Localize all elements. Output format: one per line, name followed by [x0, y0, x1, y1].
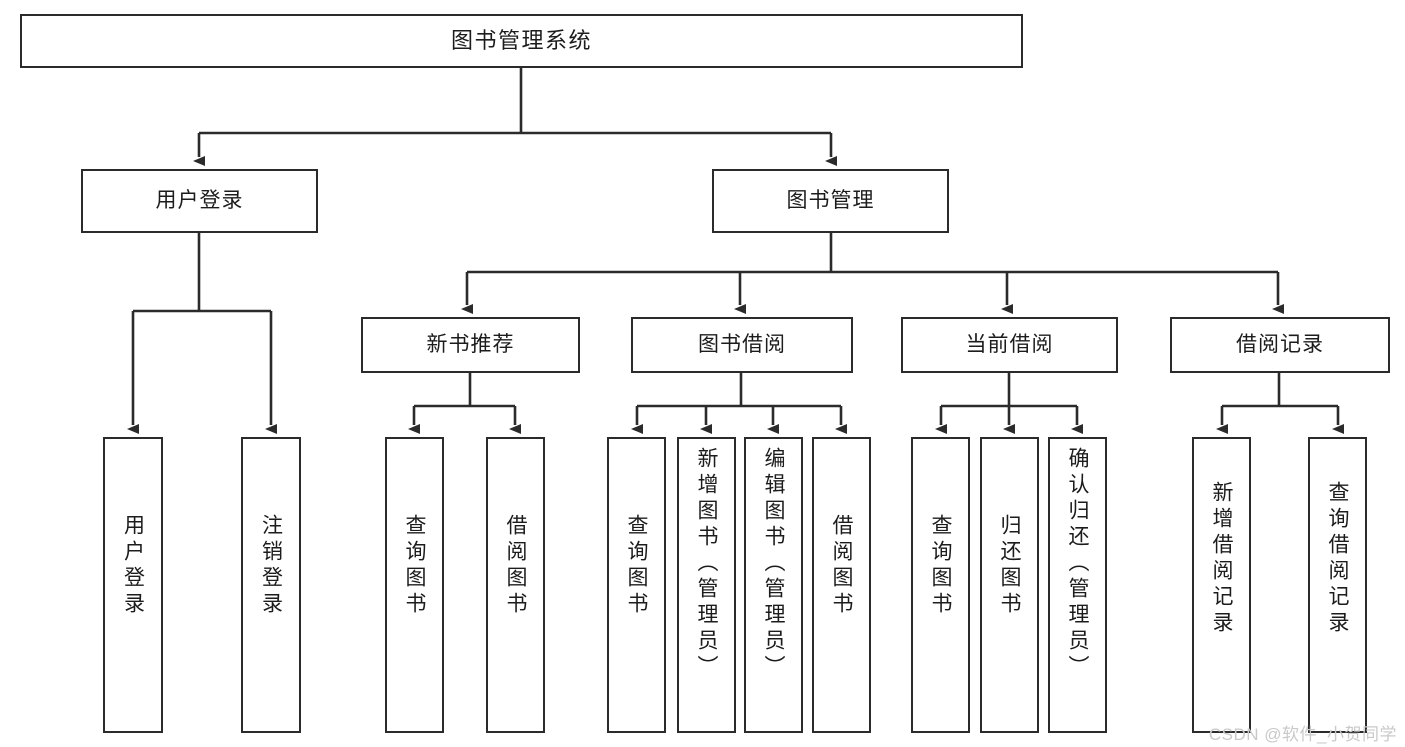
leaf-query-book-1[interactable]: 查询图书 [385, 437, 444, 733]
node-book-borrow[interactable]: 图书借阅 [631, 317, 853, 373]
node-book-manage-label: 图书管理 [786, 188, 875, 212]
leaf-query-record[interactable]: 查询借阅记录 [1308, 437, 1367, 733]
leaf-user-login[interactable]: 用户登录 [103, 437, 163, 733]
node-current-borrow-label: 当前借阅 [965, 332, 1054, 356]
leaf-user-login-label: 用户登录 [121, 514, 145, 618]
leaf-borrow-book-2-label: 借阅图书 [830, 514, 853, 618]
leaf-query-book-2-label: 查询图书 [625, 514, 648, 618]
node-new-book-rec-label: 新书推荐 [426, 332, 515, 356]
node-user-login-label: 用户登录 [155, 188, 244, 212]
leaf-borrow-book-2[interactable]: 借阅图书 [812, 437, 871, 733]
node-root[interactable]: 图书管理系统 [20, 14, 1023, 68]
leaf-add-record-label: 新增借阅记录 [1210, 481, 1233, 637]
leaf-query-book-3[interactable]: 查询图书 [911, 437, 970, 733]
leaf-query-book-2[interactable]: 查询图书 [607, 437, 666, 733]
leaf-logout[interactable]: 注销登录 [241, 437, 301, 733]
node-new-book-rec[interactable]: 新书推荐 [361, 317, 580, 373]
node-book-borrow-label: 图书借阅 [698, 332, 786, 356]
leaf-query-book-1-label: 查询图书 [403, 514, 426, 618]
leaf-borrow-book-1-label: 借阅图书 [504, 514, 527, 618]
leaf-borrow-book-1[interactable]: 借阅图书 [486, 437, 545, 733]
leaf-query-book-3-label: 查询图书 [929, 514, 952, 618]
node-borrow-record[interactable]: 借阅记录 [1170, 317, 1390, 373]
leaf-add-book[interactable]: 新增图书（管理员） [677, 437, 736, 733]
node-user-login[interactable]: 用户登录 [81, 169, 318, 233]
leaf-add-book-label: 新增图书（管理员） [695, 447, 718, 681]
node-current-borrow[interactable]: 当前借阅 [901, 317, 1118, 373]
node-book-manage[interactable]: 图书管理 [712, 169, 949, 233]
leaf-query-record-label: 查询借阅记录 [1326, 481, 1349, 637]
leaf-edit-book-label: 编辑图书（管理员） [762, 447, 785, 681]
leaf-edit-book[interactable]: 编辑图书（管理员） [744, 437, 803, 733]
leaf-return-book[interactable]: 归还图书 [980, 437, 1039, 733]
leaf-add-record[interactable]: 新增借阅记录 [1192, 437, 1251, 733]
node-root-label: 图书管理系统 [450, 28, 592, 54]
leaf-logout-label: 注销登录 [259, 514, 283, 618]
leaf-confirm-return[interactable]: 确认归还（管理员） [1048, 437, 1107, 733]
leaf-confirm-return-label: 确认归还（管理员） [1066, 447, 1089, 681]
csdn-watermark: CSDN @软件_小贺同学 [1208, 725, 1397, 744]
leaf-return-book-label: 归还图书 [998, 514, 1021, 618]
node-borrow-record-label: 借阅记录 [1236, 332, 1324, 356]
